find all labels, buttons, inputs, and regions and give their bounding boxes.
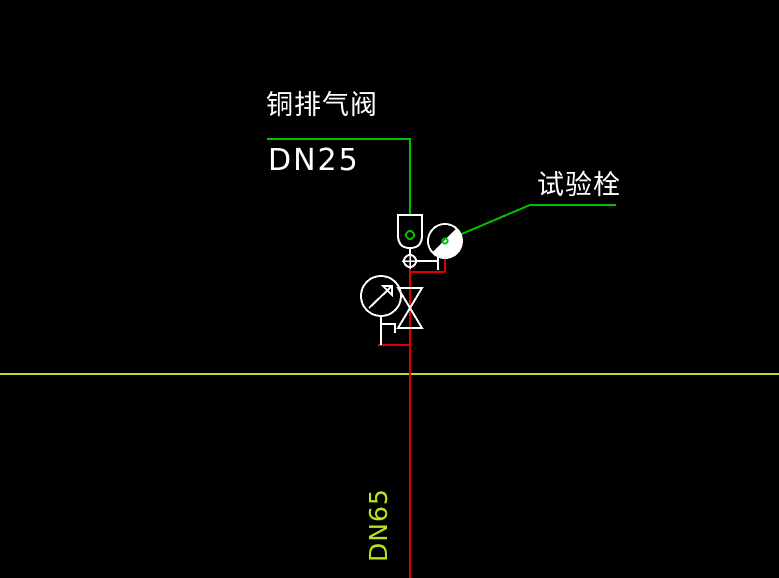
test-hydrant-center-node (441, 237, 449, 245)
pressure-gauge-needle (368, 285, 393, 309)
air-valve-leader-line (267, 138, 411, 215)
test-hydrant-diagonal-divider (432, 228, 458, 254)
air-release-valve-port (405, 230, 415, 240)
pressure-gauge-tap-bracket (381, 323, 396, 333)
test-hydrant-label: 试验栓 (537, 170, 621, 201)
gate-valve-upper-triangle (396, 287, 424, 310)
air-valve-label: 铜排气阀 (266, 90, 378, 121)
riser-size-label: DN65 (364, 488, 393, 562)
gate-valve-lower-triangle (396, 306, 424, 329)
pressure-gauge-needle-head (380, 285, 393, 298)
air-valve-size-label: DN25 (268, 143, 360, 178)
test-hydrant-leader-line (444, 204, 616, 242)
